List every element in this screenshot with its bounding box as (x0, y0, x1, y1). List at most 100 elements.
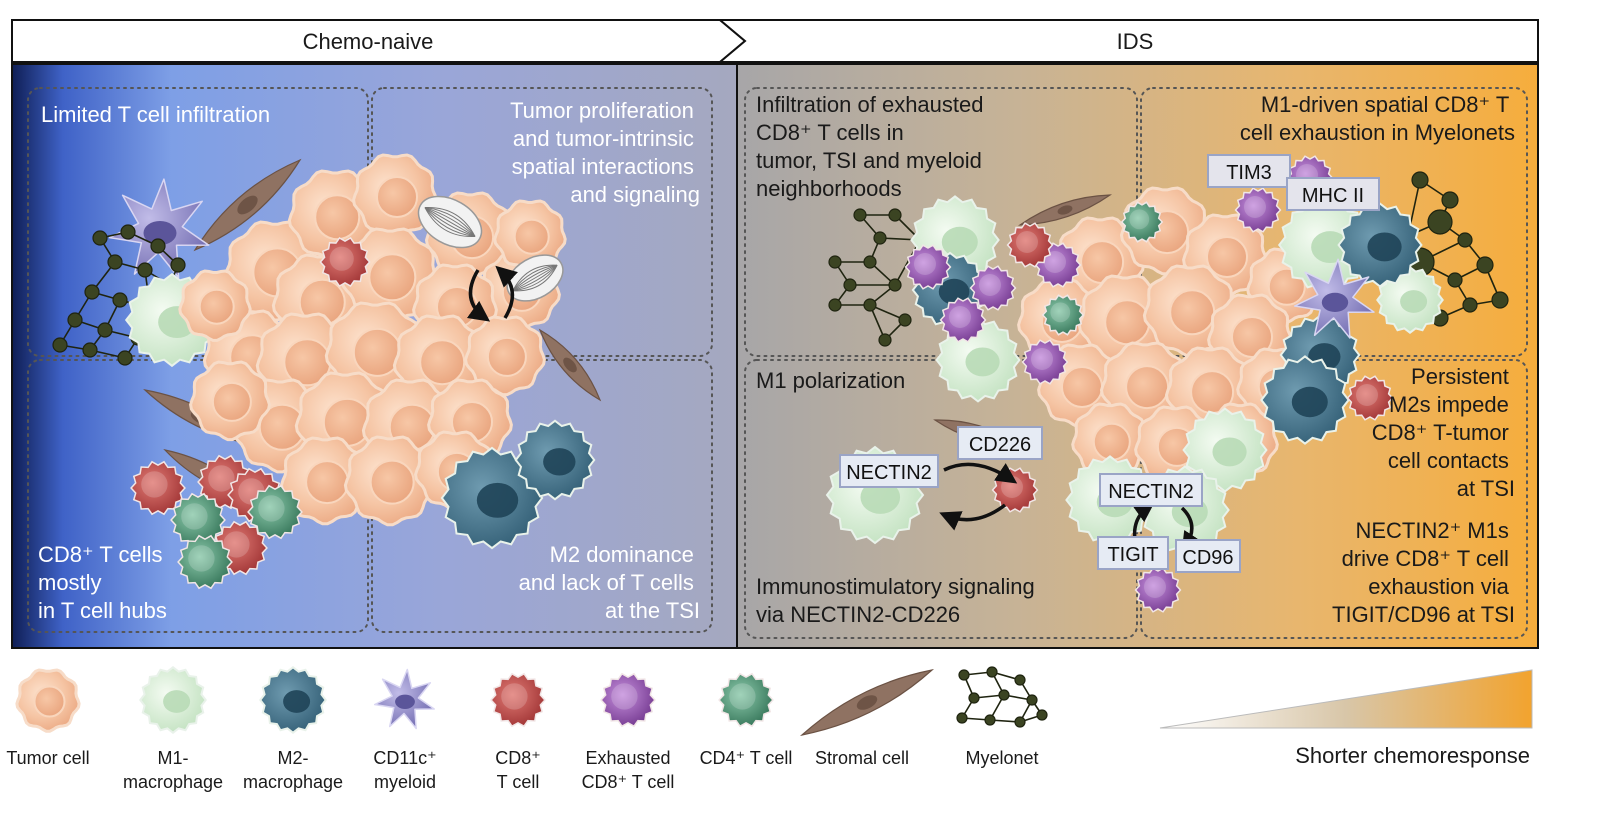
cd11c-myeloid-ids (1293, 258, 1375, 339)
m2-macrophage (440, 446, 544, 550)
svg-text:NECTIN2: NECTIN2 (846, 462, 932, 484)
cd11c-myeloid (108, 178, 210, 279)
legend-item-cd11c-myeloid: CD11c⁺myeloid (373, 668, 437, 792)
legend-stromal-cell-icon (799, 668, 935, 737)
chemoresponse-gradient: Shorter chemoresponse (1159, 669, 1533, 768)
cd8-t-cell (1346, 375, 1394, 421)
phase-ids-label: IDS (1117, 29, 1154, 54)
legend-item-tumor-cell: Tumor cell (6, 668, 90, 768)
legend-item-stromal-cell: Stromal cell (799, 668, 935, 768)
cell-illustrations (52, 153, 1509, 613)
legend-cd11c-myeloid-icon (373, 668, 435, 730)
tigit-label: TIGIT (1097, 536, 1169, 570)
legend: Tumor cell M1-macrophage M2-macrophage CD11… (6, 666, 1048, 792)
stromal-cell (193, 158, 302, 252)
tumor-interaction-arrow-a (466, 269, 491, 322)
molecule-labels: TIM3 MHC II NECTIN2 CD226 NECTIN2 TIGIT … (839, 154, 1380, 573)
cd8-t-cell (1006, 222, 1054, 268)
tumor-cell (279, 436, 371, 526)
exhausted-cd8-t-cell (939, 297, 987, 343)
tumor-cell (464, 315, 546, 397)
label-immunostimulatory: Immunostimulatory signaling via NECTIN2-… (756, 574, 1041, 627)
svg-text:TIGIT: TIGIT (1107, 544, 1158, 566)
label-nectin2-m1s: NECTIN2⁺ M1s drive CD8⁺ T cell exhaustio… (1332, 518, 1515, 627)
stromal-cell (1017, 194, 1113, 226)
tumor-cell (493, 199, 567, 272)
label-m1-polarization: M1 polarization (756, 368, 905, 393)
legend-label-tumor-cell: Tumor cell (6, 748, 89, 768)
cd96-label: CD96 (1175, 539, 1241, 573)
stromal-cell (538, 328, 602, 402)
label-limited-infiltration: Limited T cell infiltration (41, 102, 270, 127)
cd4-t-cell (1041, 294, 1085, 336)
cd226-nectin2-arrow (939, 503, 1007, 531)
cd8-t-cell (319, 237, 371, 287)
svg-text:TIM3: TIM3 (1226, 162, 1272, 184)
legend-label-cd4-t-cell: CD4⁺ T cell (700, 748, 793, 768)
nectin2-label-a: NECTIN2 (839, 454, 939, 488)
legend-label-stromal-cell: Stromal cell (815, 748, 909, 768)
legend-cd8-t-cell-icon (490, 672, 546, 728)
m1-macrophage (1182, 407, 1268, 493)
tumor-cell (178, 269, 252, 342)
legend-m2-macrophage-icon (259, 666, 327, 734)
svg-text:CD226: CD226 (969, 434, 1031, 456)
tumor-interaction-arrow-b (495, 265, 518, 319)
m2-macrophage (1337, 202, 1423, 288)
exhausted-cd8-t-cell (969, 265, 1017, 311)
legend-myelonet-icon (956, 666, 1048, 728)
legend-label-m2-macrophage: M2-macrophage (243, 748, 343, 792)
legend-item-m2-macrophage: M2-macrophage (243, 666, 343, 792)
mitotic-spindle (506, 254, 564, 302)
legend-label-myelonet: Myelonet (965, 748, 1038, 768)
svg-text:MHC II: MHC II (1302, 185, 1364, 207)
gradient-label: Shorter chemoresponse (1295, 743, 1530, 768)
tumor-cell (1071, 402, 1149, 479)
chemoresponse-gradient-wedge (1159, 669, 1533, 729)
svg-text:CD96: CD96 (1182, 547, 1233, 569)
label-t-cell-hubs: CD8⁺ T cells mostly in T cell hubs (38, 542, 169, 623)
legend-item-m1-macrophage: M1-macrophage (123, 666, 223, 792)
m2-macrophage (1260, 355, 1350, 445)
label-m1-driven-exhaustion: M1-driven spatial CD8⁺ T cell exhaustion… (1240, 92, 1515, 145)
phase-chemo-naive-label: Chemo-naive (303, 29, 434, 54)
legend-label-cd11c-myeloid: CD11c⁺myeloid (373, 748, 436, 792)
label-persistent-m2: Persistent M2s impede CD8⁺ T-tumor cell … (1372, 364, 1515, 501)
panel-labels: Limited T cell infiltration Tumor prolif… (38, 92, 1515, 627)
legend-cd4-t-cell-icon (718, 672, 774, 728)
panel-m1-driven-exhaustion (1140, 87, 1528, 357)
legend-exhausted-cd8-icon (600, 672, 656, 728)
tim3-label: TIM3 (1207, 154, 1291, 188)
legend-item-cd8-t-cell: CD8⁺T cell (490, 672, 546, 792)
cd4-t-cell (1120, 201, 1164, 243)
legend-m1-macrophage-icon (139, 666, 207, 734)
legend-label-m1-macrophage: M1-macrophage (123, 748, 223, 792)
tumor-cell (352, 153, 438, 239)
cd226-label: CD226 (957, 426, 1043, 460)
cd8-t-cell (130, 460, 186, 516)
legend-tumor-cell-icon (15, 668, 81, 733)
mhc2-label: MHC II (1286, 177, 1380, 211)
cd4-t-cell (177, 534, 233, 590)
mitotic-spindle (417, 195, 483, 249)
label-tumor-proliferation: Tumor proliferation and tumor-intrinsic … (510, 98, 700, 207)
legend-label-cd8-t-cell: CD8⁺T cell (495, 748, 541, 792)
cd4-t-cell (247, 484, 303, 540)
m1-macrophage (1277, 197, 1373, 293)
nectin2-label-b: NECTIN2 (1099, 473, 1203, 507)
nectin2-cd226-arrow (943, 462, 1018, 484)
exhausted-cd8-t-cell (1134, 567, 1182, 613)
label-m2-dominance: M2 dominance and lack of T cells at the … (519, 542, 700, 623)
tumor-cell (189, 360, 271, 442)
legend-item-cd4-t-cell: CD4⁺ T cell (700, 672, 793, 768)
label-exhausted-infiltration: Infiltration of exhausted CD8⁺ T cells i… (756, 92, 990, 201)
tumor-cell (343, 435, 437, 527)
m2-macrophage (514, 419, 596, 501)
svg-text:NECTIN2: NECTIN2 (1108, 481, 1194, 503)
phase-banner: Chemo-naive IDS (11, 19, 1539, 63)
exhausted-cd8-t-cell (1234, 187, 1282, 233)
exhausted-cd8-t-cell (1021, 339, 1069, 385)
